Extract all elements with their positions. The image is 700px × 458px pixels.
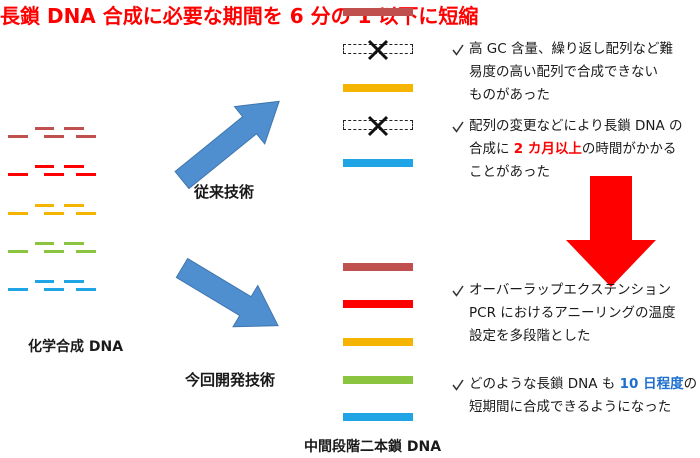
- strand-bar: [343, 338, 413, 346]
- dna-fragment: [64, 165, 84, 168]
- strand-bar: [343, 413, 413, 421]
- note-line: 配列の変更などにより長鎖 DNA の: [469, 118, 683, 134]
- dna-fragment: [76, 173, 96, 176]
- dna-fragment: [76, 212, 96, 215]
- note-line: 設定を多段階とした: [469, 328, 591, 344]
- note-line: 短期間に合成できるようになった: [469, 399, 672, 415]
- dna-fragment: [64, 242, 84, 245]
- dna-fragment: [8, 288, 28, 291]
- strand-bar: [343, 84, 413, 92]
- note-line: どのような長鎖 DNA も 10 日程度の: [469, 376, 698, 392]
- strand-bar: [343, 263, 413, 271]
- dna-fragment: [44, 135, 64, 138]
- cross-icon: [367, 115, 389, 137]
- note-line: ものがあった: [469, 87, 550, 103]
- note-line: 易度の高い配列で合成できない: [469, 64, 658, 80]
- dna-fragment: [35, 127, 54, 130]
- check-icon: [452, 285, 464, 297]
- check-icon: [452, 44, 464, 56]
- dna-fragment: [76, 250, 96, 253]
- dna-fragment: [64, 280, 84, 283]
- strand-bar: [343, 8, 413, 16]
- note-conventional-time: 配列の変更などにより長鎖 DNA の 合成に 2 カ月以上の時間がかかる ことが…: [469, 115, 683, 184]
- dna-fragment: [35, 242, 54, 245]
- note-line: ことがあった: [469, 164, 550, 180]
- dna-fragment: [76, 135, 96, 138]
- strand-bar: [343, 300, 413, 308]
- note-conventional-difficult-sequences: 高 GC 含量、繰り返し配列など難 易度の高い配列で合成できない ものがあった: [469, 38, 673, 107]
- note-new-method-pcr: オーバーラップエクステンション PCR におけるアニーリングの温度 設定を多段階…: [469, 279, 675, 348]
- note-line: オーバーラップエクステンション: [469, 282, 671, 298]
- note-line: 高 GC 含量、繰り返し配列など難: [469, 41, 673, 57]
- strand-bar: [343, 159, 413, 167]
- arrow-to-conventional: [174, 100, 280, 190]
- arrow-down-red: [566, 176, 656, 287]
- dna-fragment: [35, 280, 54, 283]
- new-method-label: 今回開発技術: [185, 371, 276, 389]
- dna-fragment: [76, 288, 96, 291]
- failed-strand: [343, 39, 413, 61]
- highlight-duration: 2 カ月以上: [513, 141, 582, 157]
- highlight-duration: 10 日程度: [619, 376, 684, 392]
- dna-fragment: [44, 173, 64, 176]
- dna-fragment: [44, 250, 64, 253]
- note-line: PCR におけるアニーリングの温度: [469, 305, 676, 321]
- dna-fragment: [64, 204, 84, 207]
- dna-fragment: [35, 204, 54, 207]
- intermediate-dna-label: 中間段階二本鎖 DNA: [304, 439, 442, 455]
- arrow-to-new-method: [175, 257, 279, 328]
- dna-fragment: [8, 250, 28, 253]
- dna-fragment: [8, 212, 28, 215]
- dna-fragment: [44, 212, 64, 215]
- check-icon: [452, 121, 464, 133]
- check-icon: [452, 379, 464, 391]
- dna-fragment: [8, 135, 28, 138]
- dna-fragment: [64, 127, 84, 130]
- conventional-method-label: 従来技術: [194, 183, 255, 201]
- dna-fragment: [8, 173, 28, 176]
- failed-strand: [343, 115, 413, 137]
- dna-fragment: [44, 288, 64, 291]
- note-line: 合成に 2 カ月以上の時間がかかる: [469, 141, 677, 157]
- synthesized-dna-label: 化学合成 DNA: [28, 339, 124, 355]
- dna-fragment: [35, 165, 54, 168]
- strand-bar: [343, 376, 413, 384]
- cross-icon: [367, 39, 389, 61]
- note-new-method-time: どのような長鎖 DNA も 10 日程度の 短期間に合成できるようになった: [469, 373, 697, 419]
